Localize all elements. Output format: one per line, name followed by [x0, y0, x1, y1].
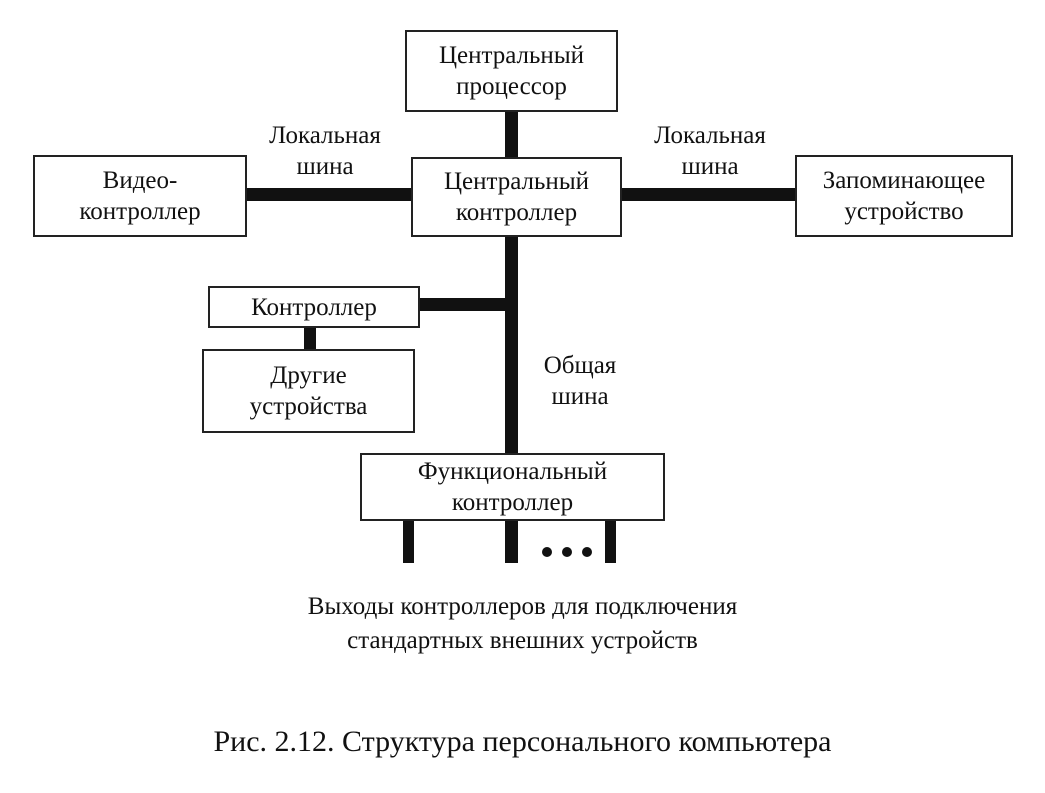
other-devices-line2: устройства — [249, 393, 368, 420]
ellipsis-dot-1 — [542, 547, 552, 557]
local-bus-right-label: Локальная шина — [625, 120, 795, 182]
cpu-block: Центральный процессор — [405, 30, 618, 112]
common-bus-line1: Общая — [543, 352, 617, 379]
other-devices-block: Другие устройства — [202, 349, 415, 433]
storage-line1: Запоминающее — [822, 167, 986, 194]
video-controller-line1: Видео- — [102, 167, 178, 194]
ellipsis-dot-3 — [582, 547, 592, 557]
central-controller-line1: Центральный — [443, 168, 589, 195]
functional-controller-block: Функциональный контроллер — [360, 453, 665, 521]
cpu-to-central-bus — [505, 110, 518, 158]
cpu-label-line2: процессор — [456, 73, 567, 100]
storage-line2: устройство — [844, 198, 964, 225]
local-bus-right-line1: Локальная — [654, 122, 766, 149]
video-controller-line2: контроллер — [79, 198, 201, 225]
outputs-caption: Выходы контроллеров для подключения стан… — [150, 590, 895, 658]
local-bus-left-line2: шина — [296, 153, 354, 180]
controller-block: Контроллер — [208, 286, 420, 328]
local-bus-right-line2: шина — [681, 153, 739, 180]
common-bus — [505, 236, 518, 456]
storage-block: Запоминающее устройство — [795, 155, 1013, 237]
local-bus-left — [245, 188, 413, 201]
other-devices-line1: Другие — [270, 362, 347, 389]
functional-controller-line2: контроллер — [451, 489, 574, 516]
cpu-label-line1: Центральный — [438, 42, 584, 69]
central-controller-line2: контроллер — [455, 199, 578, 226]
output-line-3 — [605, 519, 616, 563]
output-line-2 — [505, 519, 518, 563]
outputs-caption-line1: Выходы контроллеров для подключения — [307, 593, 738, 620]
local-bus-left-label: Локальная шина — [240, 120, 410, 182]
outputs-caption-line2: стандартных внешних устройств — [347, 627, 698, 654]
local-bus-left-line1: Локальная — [269, 122, 381, 149]
central-controller-block: Центральный контроллер — [411, 157, 622, 237]
local-bus-right — [620, 188, 797, 201]
controller-bus-link — [418, 298, 518, 311]
figure-caption: Рис. 2.12. Структура персонального компь… — [213, 725, 832, 758]
common-bus-line2: шина — [551, 383, 609, 410]
video-controller-block: Видео- контроллер — [33, 155, 247, 237]
controller-to-devices-link — [304, 326, 316, 351]
common-bus-label: Общая шина — [520, 350, 640, 412]
ellipsis-dot-2 — [562, 547, 572, 557]
controller-label: Контроллер — [251, 293, 377, 321]
output-line-1 — [403, 519, 414, 563]
functional-controller-line1: Функциональный — [417, 458, 608, 485]
